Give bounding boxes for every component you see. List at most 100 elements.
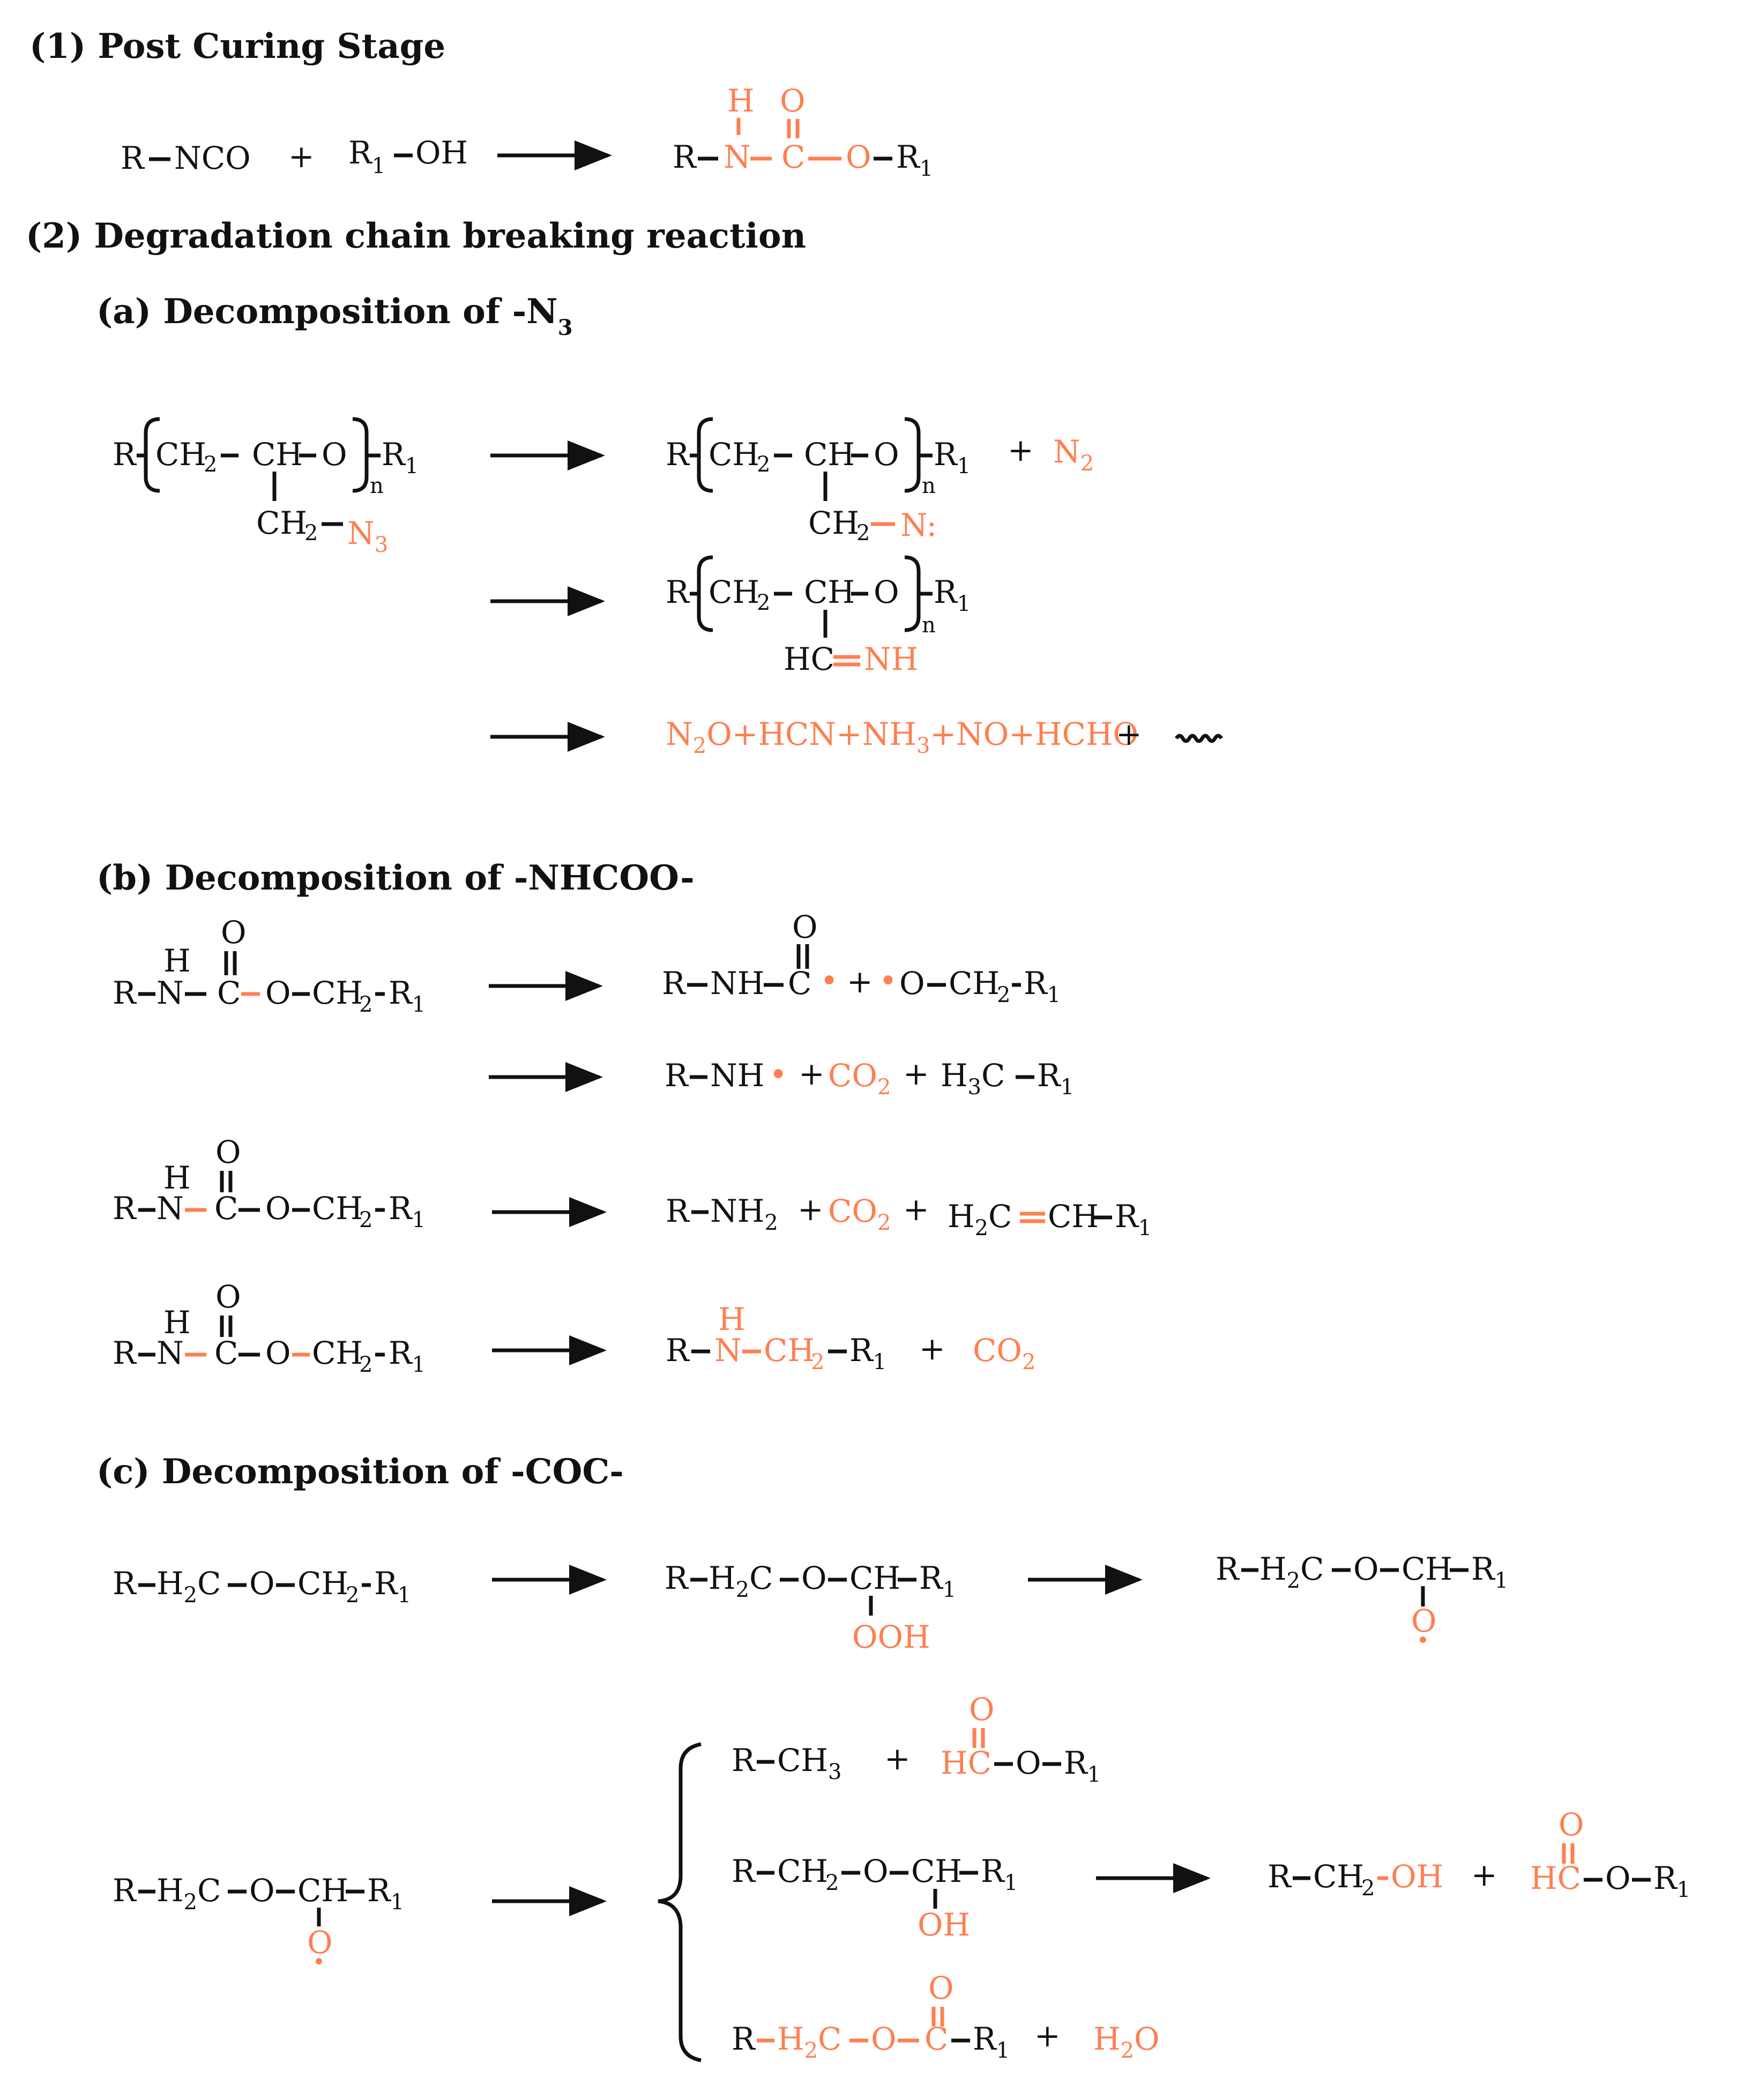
svg-text:O: O: [863, 1853, 889, 1889]
svg-text:N: N: [156, 1335, 184, 1371]
svg-text:CH: CH: [155, 436, 206, 473]
svg-text:O: O: [899, 965, 925, 1002]
heading-a: (a) Decomposition of -N3: [96, 292, 572, 340]
svg-text:R: R: [113, 1190, 137, 1227]
reaction-c-2-product: R H2C O CH R1 O: [1216, 1551, 1508, 1643]
svg-text:2: 2: [359, 1208, 372, 1232]
svg-text:2: 2: [304, 521, 318, 545]
reaction-b-3-product: R NH2 + CO2 + H2C CH R1: [666, 1191, 1152, 1240]
radical-dot: •: [879, 962, 897, 999]
svg-text:CH: CH: [1313, 1858, 1364, 1895]
reaction-c-3-reactant: R H2C O CH R1 O: [113, 1872, 404, 1964]
reaction-c-1-reactant: R H2C O CH 2 R1: [113, 1565, 411, 1608]
svg-text:C: C: [781, 139, 805, 175]
svg-text:C: C: [925, 2021, 948, 2057]
svg-text:CH: CH: [949, 965, 1000, 1002]
svg-text:+: +: [847, 963, 873, 1000]
nitrogen-gas: N2: [1053, 434, 1094, 476]
reaction-c-branch-2-product: R CH 2 OH + O HC O R1: [1268, 1806, 1690, 1902]
svg-text:H2C: H2C: [777, 2021, 841, 2063]
svg-text:2: 2: [346, 1583, 359, 1608]
heading-c: (c) Decomposition of -COC-: [96, 1452, 624, 1492]
svg-text:OH: OH: [1391, 1858, 1443, 1895]
svg-text:O: O: [215, 1134, 241, 1170]
svg-text:+: +: [799, 1056, 825, 1092]
svg-text:H2C: H2C: [709, 1560, 773, 1602]
svg-text:O: O: [249, 1872, 275, 1909]
svg-text:+: +: [884, 1740, 911, 1777]
svg-text:O: O: [322, 436, 347, 473]
radical-dot: •: [769, 1056, 787, 1093]
svg-text:CH: CH: [312, 1190, 363, 1227]
svg-text:CH: CH: [1048, 1198, 1099, 1235]
svg-text:O: O: [871, 2021, 897, 2057]
svg-text:R: R: [673, 139, 697, 175]
svg-text:H: H: [727, 83, 755, 119]
svg-text:CH: CH: [808, 505, 859, 541]
svg-text:O: O: [307, 1924, 333, 1961]
svg-text:CH: CH: [849, 1560, 900, 1596]
svg-text:2: 2: [997, 983, 1010, 1007]
heading-b: (b) Decomposition of -NHCOO-: [96, 858, 695, 898]
svg-text:+: +: [1008, 432, 1034, 468]
svg-text:R1: R1: [1064, 1745, 1101, 1787]
svg-text:O: O: [215, 1279, 241, 1315]
svg-text:R: R: [1268, 1858, 1292, 1895]
svg-text:R1: R1: [1471, 1551, 1508, 1593]
reaction-a-step-1-product: R CH 2 CH O n R1 CH 2 N: + N2: [666, 417, 1094, 545]
svg-text:CH: CH: [312, 975, 363, 1011]
svg-text:R: R: [666, 1332, 690, 1369]
radical-dot: [316, 1958, 322, 1964]
svg-text:R1: R1: [374, 1565, 411, 1608]
svg-text:O: O: [1016, 1745, 1041, 1781]
svg-text:O: O: [780, 83, 806, 119]
svg-text:CH: CH: [312, 1335, 363, 1371]
svg-text:2: 2: [856, 521, 870, 545]
svg-text:R1: R1: [973, 2021, 1010, 2063]
svg-text:O: O: [928, 1970, 954, 2006]
svg-text:R: R: [732, 1853, 756, 1889]
svg-text:R: R: [665, 1560, 689, 1596]
svg-text:CH: CH: [252, 436, 303, 473]
svg-text:O: O: [792, 909, 818, 945]
svg-text:O: O: [265, 975, 291, 1011]
carbon-dioxide: CO2: [828, 1057, 891, 1100]
hydroxyl-group: OH: [415, 134, 468, 171]
svg-text:R: R: [666, 1193, 690, 1229]
heading-degradation: (2) Degradation chain breaking reaction: [26, 216, 806, 256]
svg-text:R: R: [665, 1057, 689, 1094]
svg-text:CH: CH: [804, 574, 855, 610]
svg-text:R1: R1: [919, 1560, 956, 1602]
reaction-1: R NCO + R1 OH R H N O C O R1: [121, 83, 933, 181]
svg-text:R1: R1: [367, 1872, 404, 1915]
svg-text:H: H: [163, 1304, 191, 1341]
svg-text:2: 2: [825, 1871, 839, 1895]
svg-text:R1: R1: [934, 436, 971, 479]
reaction-a-step-3-product: N2O+HCN+NH3+NO+HCHO +: [666, 716, 1224, 758]
svg-text:C: C: [214, 1335, 238, 1371]
reaction-a-step-1-reactant: R CH 2 CH O n R1 CH 2 N3: [113, 417, 419, 557]
svg-text:O: O: [969, 1691, 995, 1728]
svg-text:N3: N3: [347, 515, 388, 557]
svg-text:NH: NH: [710, 965, 764, 1002]
branch-brace-icon: [658, 1742, 702, 2062]
gas-products: N2O+HCN+NH3+NO+HCHO: [666, 716, 1138, 758]
svg-text:+: +: [797, 1191, 824, 1228]
water: H2O: [1093, 2021, 1160, 2063]
svg-text:CH: CH: [297, 1872, 348, 1909]
svg-text:R: R: [666, 436, 690, 473]
reaction-c-branch-2: R CH 2 O CH R1 OH: [732, 1853, 1018, 1943]
svg-text:R1: R1: [849, 1332, 886, 1374]
svg-text:C: C: [217, 975, 241, 1011]
svg-text:NH2: NH2: [710, 1193, 778, 1235]
svg-text:N: N: [156, 975, 184, 1011]
svg-text:O: O: [1559, 1806, 1584, 1843]
svg-text:CH3: CH3: [777, 1742, 841, 1784]
plus-sign: +: [288, 138, 315, 175]
svg-text:R: R: [113, 1335, 137, 1371]
nitrene: N:: [900, 507, 937, 543]
svg-text:R1: R1: [981, 1853, 1018, 1895]
svg-text:C: C: [788, 965, 811, 1002]
svg-text:2: 2: [757, 591, 770, 615]
svg-text:O: O: [1605, 1860, 1631, 1896]
